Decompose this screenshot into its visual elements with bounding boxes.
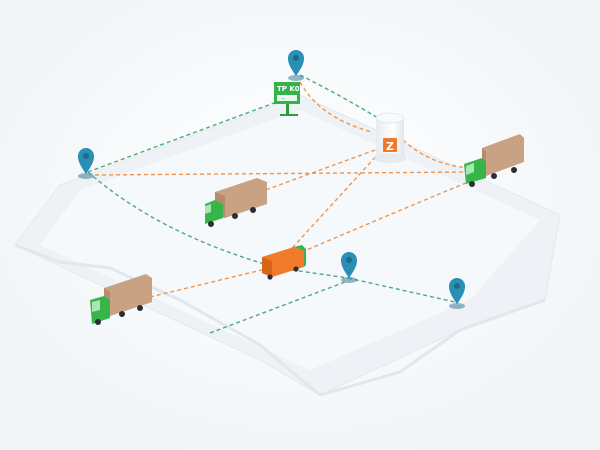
route-pin-mid-to-pin-right (347, 277, 456, 303)
route-center-truck-to-hub (282, 151, 381, 259)
map-pin-icon (449, 278, 465, 309)
route-sign-to-hub (299, 74, 379, 119)
hub-letter: Z (386, 140, 394, 153)
truck-icon (464, 134, 524, 187)
route-center-to-pin-mid (277, 267, 349, 279)
truck-icon (205, 178, 267, 227)
route-bottom-diagonal (209, 281, 346, 334)
map-surface-highlight (40, 110, 540, 370)
route-center-truck-to-right-truck (294, 177, 479, 256)
truck-icon (262, 245, 306, 280)
hub-box-icon: Z (374, 112, 406, 163)
sign-title: TP K02 (277, 85, 305, 93)
map-pin-icon (288, 50, 304, 81)
green-routes (87, 74, 456, 334)
map-pin-icon (78, 148, 94, 179)
sign-subtitle: — (281, 96, 285, 101)
map-pin-icon (341, 252, 357, 283)
sign-panel (277, 95, 297, 101)
route-sign-to-hub-orange (299, 81, 373, 133)
map-edge-right (319, 298, 546, 397)
sign-pole (286, 104, 289, 116)
hub-badge (383, 138, 397, 152)
route-pin-left-to-center (87, 171, 279, 269)
route-hub-to-right-truck (402, 139, 471, 169)
truck-icon (90, 274, 152, 325)
signpost-icon: TP K02 — (274, 82, 305, 116)
